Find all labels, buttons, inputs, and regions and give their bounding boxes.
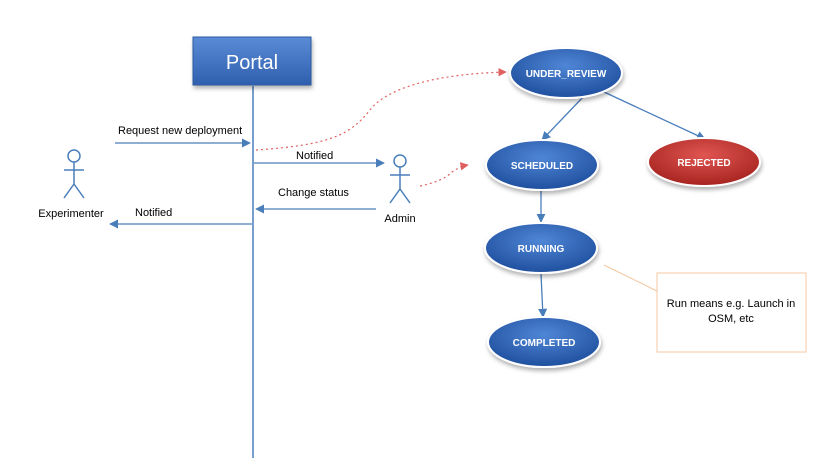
state-scheduled-label: SCHEDULED: [511, 161, 573, 172]
state-completed-label: COMPLETED: [513, 338, 576, 349]
experimenter-actor-icon: [63, 149, 85, 199]
review-to-rejected-arrow: [603, 91, 706, 140]
portal-title: Portal: [226, 52, 278, 74]
request-label: Request new deployment: [118, 125, 242, 137]
admin-actor-icon: [389, 154, 411, 204]
note-line-1: Run means e.g. Launch in: [667, 298, 795, 310]
state-completed: COMPLETED: [487, 316, 601, 368]
portal-to-review-dotted: [255, 68, 507, 151]
running-to-completed-arrow: [538, 273, 548, 318]
state-running: RUNNING: [484, 222, 598, 274]
notified-admin-label: Notified: [296, 150, 333, 162]
experimenter-label: Experimenter: [38, 208, 104, 220]
note-box: Run means e.g. Launch in OSM, etc: [656, 272, 807, 353]
review-to-scheduled-arrow: [541, 94, 586, 141]
note-connector: [603, 264, 658, 292]
admin-to-scheduled-dotted: [419, 162, 469, 187]
portal-box: Portal: [192, 36, 312, 86]
state-scheduled: SCHEDULED: [485, 139, 599, 191]
state-rejected-label: REJECTED: [677, 158, 730, 169]
notified-experimenter-label: Notified: [135, 207, 172, 219]
change-status-label: Change status: [278, 187, 349, 199]
state-under-review-label: UNDER_REVIEW: [526, 69, 607, 80]
note-line-2: OSM, etc: [708, 313, 754, 325]
state-running-label: RUNNING: [518, 244, 565, 255]
state-rejected: REJECTED: [647, 137, 761, 187]
state-under-review: UNDER_REVIEW: [509, 47, 623, 99]
admin-label: Admin: [384, 213, 415, 225]
